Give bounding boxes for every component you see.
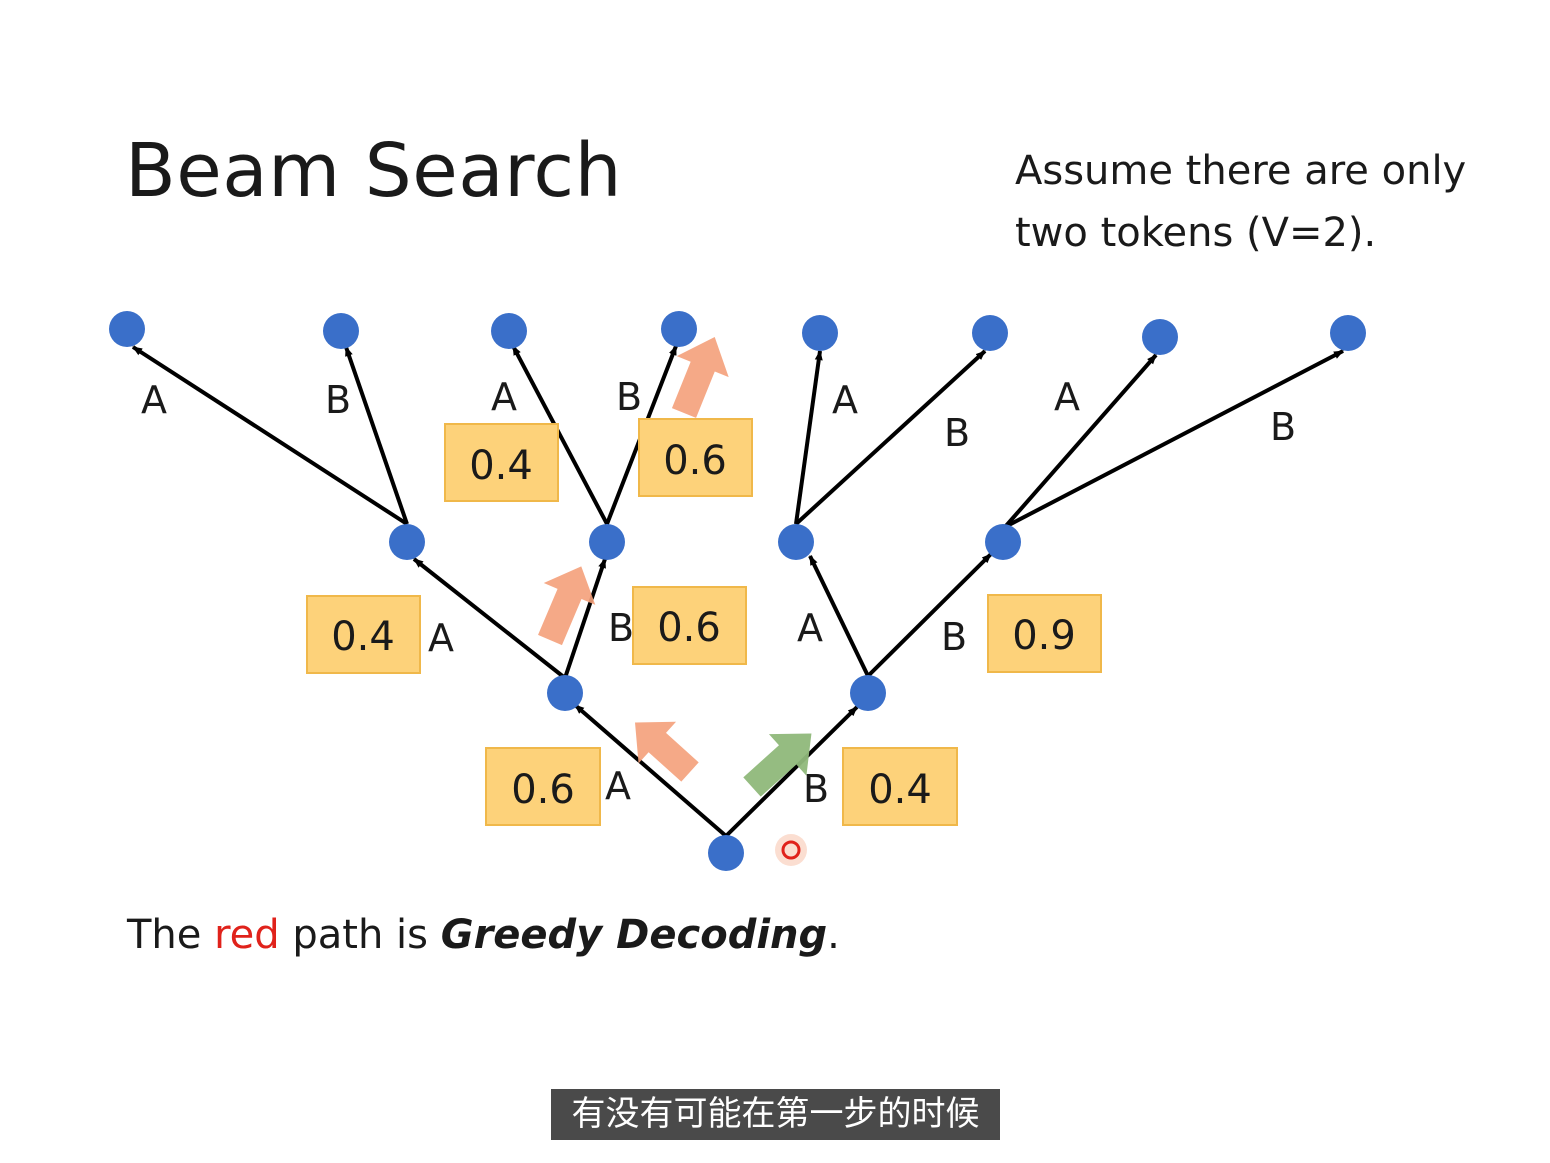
node-B [850, 675, 886, 711]
video-subtitle: 有没有可能在第一步的时候 [551, 1089, 1000, 1140]
edge-label: A [141, 378, 167, 422]
laser-pointer-icon [775, 834, 807, 866]
prob-value: 0.4 [331, 614, 395, 660]
prob-value: 0.6 [511, 767, 575, 813]
caption-mid: path is [279, 912, 441, 958]
probability-boxes: 0.6 0.4 0.4 0.6 0.9 0.4 [306, 418, 1102, 826]
edge-root-B [724, 705, 859, 838]
edge-A-B [563, 558, 607, 679]
prob-value: 0.6 [663, 438, 727, 484]
prob-value: 0.9 [1012, 613, 1076, 659]
edge-label: A [491, 375, 517, 419]
edge-B-A [808, 555, 870, 677]
node-AAA [109, 311, 145, 347]
prob-box-AB-A: 0.4 [444, 423, 559, 502]
red-path-arrow-2 [538, 566, 596, 646]
edge-label: B [608, 606, 634, 650]
edge-AB-A [511, 345, 609, 525]
edge-B-B [866, 552, 993, 678]
tree-nodes [109, 311, 1366, 871]
node-BBB [1330, 315, 1366, 351]
green-path-arrow [743, 733, 812, 797]
edge-label: B [803, 767, 829, 811]
caption-greedy-decoding: Greedy Decoding [440, 912, 828, 958]
edge-AA-B [344, 346, 409, 525]
edge-root-A [573, 703, 728, 838]
node-BB [985, 524, 1021, 560]
edge-A-A [412, 557, 567, 680]
node-AAB [323, 313, 359, 349]
edge-label: B [941, 615, 967, 659]
assumption-note: Assume there are only two tokens (V=2). [1015, 140, 1466, 264]
edge-label: A [832, 378, 858, 422]
tree-edges [131, 345, 1344, 838]
edge-label: B [1270, 405, 1296, 449]
greedy-caption: The red path is Greedy Decoding. [127, 912, 840, 958]
edge-BB-B [1004, 349, 1344, 529]
prob-box-A-B: 0.6 [632, 586, 747, 665]
node-ABB [661, 311, 697, 347]
edge-label: B [616, 375, 642, 419]
edge-label: B [325, 378, 351, 422]
prob-value: 0.6 [657, 605, 721, 651]
node-BAB [972, 315, 1008, 351]
edge-label: A [797, 606, 823, 650]
prob-box-A-A: 0.4 [306, 595, 421, 674]
node-BAA [802, 315, 838, 351]
caption-pre: The [127, 912, 215, 958]
prob-box-B-B: 0.9 [987, 594, 1102, 673]
note-line-1: Assume there are only [1015, 148, 1467, 194]
prob-value: 0.4 [469, 443, 533, 489]
edge-BB-A [1003, 353, 1158, 529]
prob-box-root-A: 0.6 [485, 747, 601, 826]
prob-box-AB-B: 0.6 [638, 418, 753, 497]
node-BBA [1142, 319, 1178, 355]
note-line-2: two tokens (V=2). [1015, 210, 1377, 256]
slide-title: Beam Search [125, 128, 622, 214]
prob-box-root-B: 0.4 [842, 747, 958, 826]
prob-value: 0.4 [868, 767, 932, 813]
edge-BA-A [794, 350, 823, 525]
edge-label: A [605, 764, 631, 808]
edge-label: A [428, 616, 454, 660]
node-A [547, 675, 583, 711]
red-path-arrow-1 [635, 721, 699, 782]
node-BA [778, 524, 814, 560]
caption-end: . [827, 912, 840, 958]
node-ABA [491, 313, 527, 349]
node-root [708, 835, 744, 871]
edge-AA-A [131, 345, 409, 526]
edge-label: A [1054, 375, 1080, 419]
node-AB [589, 524, 625, 560]
edge-label: B [944, 411, 970, 455]
node-AA [389, 524, 425, 560]
red-path-arrow-3 [671, 336, 729, 418]
greedy-path-arrows [538, 336, 812, 797]
caption-red-word: red [214, 912, 280, 958]
edge-BA-B [794, 349, 987, 526]
edge-labels: A B A B A B A B A B A B A B [141, 375, 1296, 811]
